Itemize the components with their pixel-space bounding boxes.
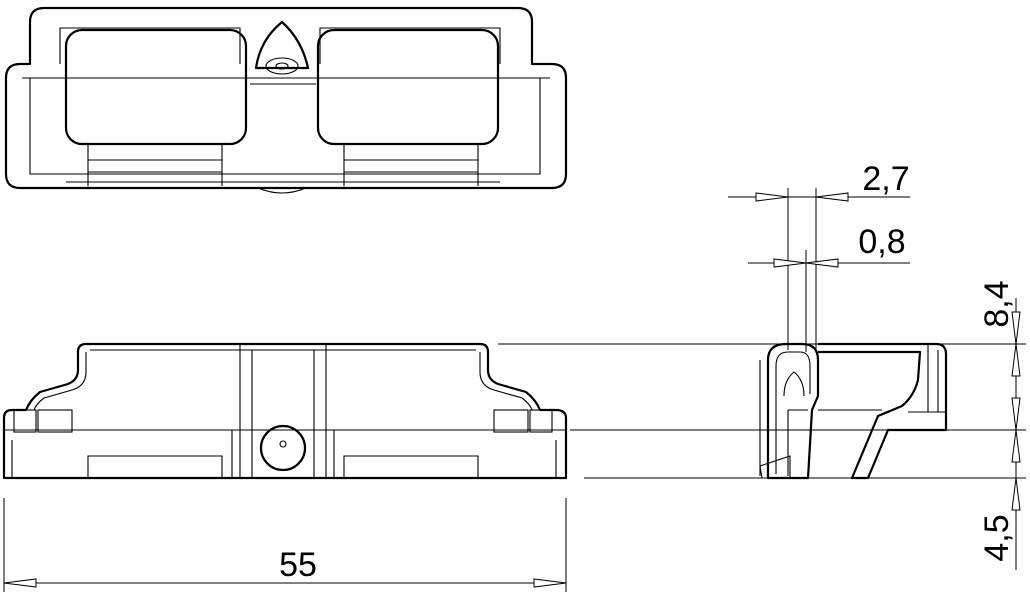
dim-inner-0-8: 0,8: [858, 223, 905, 261]
side-view: [759, 342, 948, 480]
front-view: [2, 342, 568, 480]
top-view-right-pad: [316, 28, 500, 146]
dim-height-8-4: 8,4: [978, 280, 1016, 327]
top-view-screw: [254, 20, 310, 70]
dim-height-4-5: 4,5: [978, 514, 1016, 561]
top-view-left-pad: [64, 28, 248, 146]
dimension-lines: [3, 188, 1026, 592]
side-view-body: [818, 342, 948, 480]
top-view: [4, 6, 568, 194]
dim-width-55: 55: [279, 546, 317, 584]
front-view-hole: [259, 424, 307, 472]
front-view-outline: [2, 342, 568, 480]
top-view-outline: [4, 6, 568, 190]
dim-outer-2-7: 2,7: [862, 160, 909, 198]
